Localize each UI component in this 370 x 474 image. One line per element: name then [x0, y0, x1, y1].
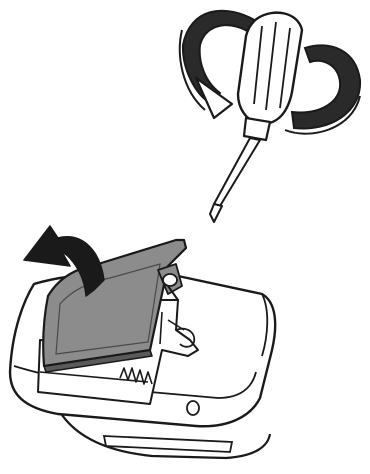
device-base-slot [104, 436, 232, 452]
screwdriver-ferrule [244, 118, 270, 140]
screwdriver-icon [210, 13, 302, 222]
rotate-arrow-head [196, 78, 232, 118]
screw-head [163, 274, 177, 286]
screwdriver-shaft [214, 138, 260, 206]
device-front-button [187, 401, 199, 415]
screwdriver-tip [210, 204, 222, 222]
